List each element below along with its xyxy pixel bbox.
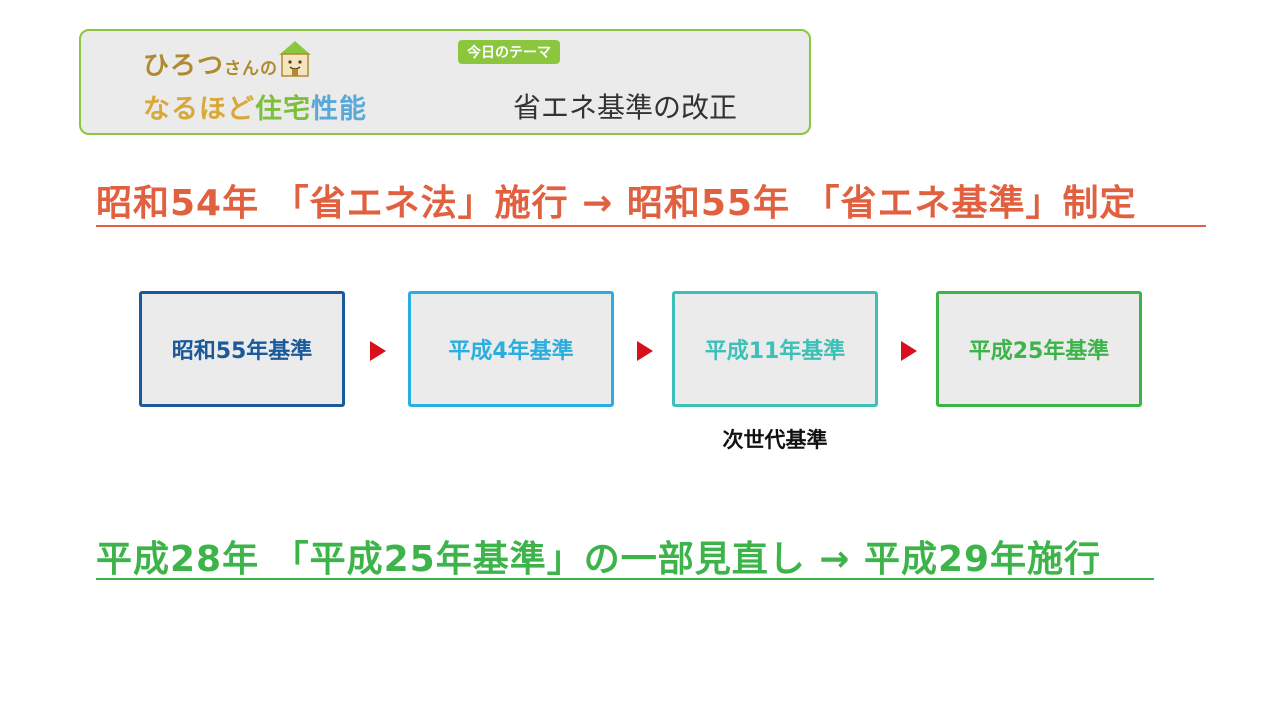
standard-box-heisei11: 平成11年基準 [672, 291, 878, 407]
next-generation-standard-label: 次世代基準 [722, 428, 828, 452]
standard-box-heisei25: 平成25年基準 [936, 291, 1142, 407]
logo-name-suffix: さんの [224, 59, 279, 79]
house-mascot-icon [279, 41, 311, 77]
headline-bottom-underline [96, 578, 1154, 580]
triangle-right-icon [901, 341, 917, 361]
logo-name: ひろつさんの [143, 45, 278, 82]
logo-tagline-part-3: 性能 [311, 94, 367, 125]
triangle-right-icon [370, 341, 386, 361]
logo-tagline-part-2: 住宅 [255, 94, 311, 125]
standard-box-heisei4: 平成4年基準 [408, 291, 614, 407]
headline-top-underline [96, 225, 1206, 227]
logo-name-main: ひろつ [143, 51, 225, 81]
theme-badge: 今日のテーマ [458, 40, 560, 64]
standard-box-showa55: 昭和55年基準 [139, 291, 345, 407]
headline-top: 昭和54年 「省エネ法」施行 → 昭和55年 「省エネ基準」制定 [96, 183, 1137, 224]
logo-tagline-part-1: なるほど [143, 94, 255, 125]
theme-title: 省エネ基準の改正 [513, 91, 738, 124]
logo-tagline: なるほど住宅性能 [143, 87, 367, 126]
headline-bottom: 平成28年 「平成25年基準」の一部見直し → 平成29年施行 [96, 539, 1102, 580]
header-banner: ひろつさんの なるほど住宅性能 今日のテーマ 省エネ基準の改正 [79, 29, 811, 135]
triangle-right-icon [637, 341, 653, 361]
